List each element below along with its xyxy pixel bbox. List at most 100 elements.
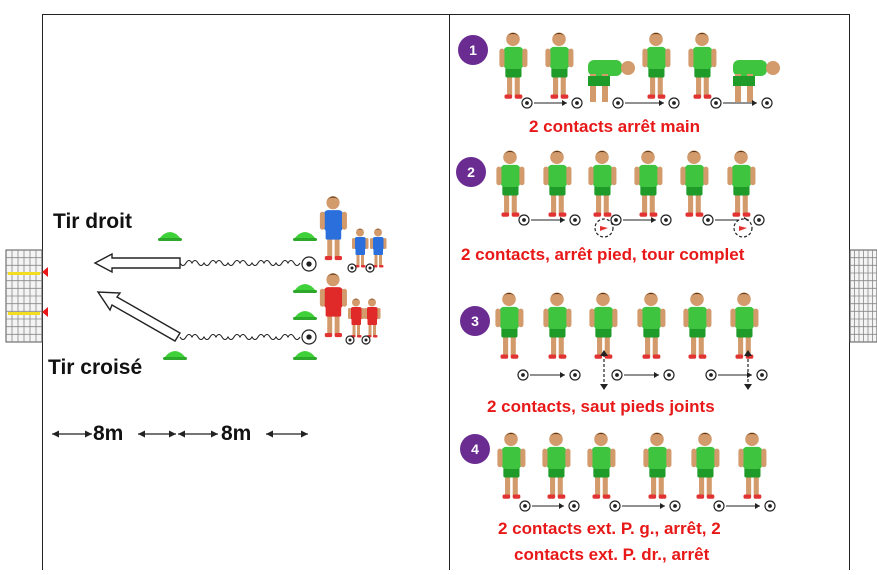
- ball-icon: [660, 214, 672, 226]
- ball-icon: [361, 335, 371, 345]
- exercise-2-caption: 2 contacts, arrêt pied, tour complet: [461, 245, 745, 264]
- player-icon: [733, 60, 780, 102]
- cone-icon: [293, 232, 317, 241]
- pass-arrow-icon: [659, 100, 664, 106]
- pass-arrow-icon: [755, 503, 760, 509]
- field-top-line: [42, 14, 850, 15]
- distance-arrow: [52, 430, 92, 438]
- player-icon: [543, 292, 572, 359]
- ball-icon: [569, 369, 581, 381]
- cone-icon: [163, 351, 187, 360]
- player-icon: [588, 150, 617, 217]
- ball-icon: [710, 97, 722, 109]
- ball-icon: [764, 500, 776, 512]
- cone-icon: [293, 311, 317, 320]
- distance-label-2: 8m: [221, 422, 252, 445]
- ball-icon: [517, 369, 529, 381]
- distance-arrow: [178, 430, 218, 438]
- pass-arrow-icon: [560, 372, 565, 378]
- player-icon: [496, 150, 525, 217]
- player-icon: [634, 150, 663, 217]
- exercise-4-caption-line2: contacts ext. P. dr., arrêt: [514, 545, 710, 564]
- ball-icon: [753, 214, 765, 226]
- player-icon: [730, 292, 759, 359]
- player-icon: [691, 432, 720, 499]
- jump-arrow-icon: [744, 350, 752, 390]
- exercise-3-badge: 3: [460, 306, 490, 336]
- pass-arrow-icon: [560, 217, 565, 223]
- ball-icon: [705, 369, 717, 381]
- pass-arrow-icon: [660, 503, 665, 509]
- player-icon: [497, 432, 526, 499]
- ball-icon: [347, 263, 357, 273]
- ball-icon: [756, 369, 768, 381]
- goal-icon: [849, 249, 877, 343]
- exercise-4-caption-line1: 2 contacts ext. P. g., arrêt, 2: [498, 519, 721, 538]
- player-icon: [643, 432, 672, 499]
- ball-icon: [663, 369, 675, 381]
- jump-arrow-icon: [600, 350, 608, 390]
- pass-arrow-icon: [93, 252, 181, 274]
- ball-icon: [568, 500, 580, 512]
- player-icon: [319, 196, 347, 261]
- ball-icon: [609, 500, 621, 512]
- player-icon: [499, 32, 528, 99]
- ball-icon: [519, 500, 531, 512]
- turn-icon: [594, 218, 614, 238]
- dribble-path-droit: [179, 259, 301, 267]
- cone-icon: [293, 284, 317, 293]
- player-icon: [543, 150, 572, 217]
- player-icon: [589, 292, 618, 359]
- ball-icon: [761, 97, 773, 109]
- dribble-path-croise: [179, 333, 301, 341]
- distance-arrow: [138, 430, 176, 438]
- pass-arrow-icon: [651, 217, 656, 223]
- player-icon: [348, 298, 365, 338]
- player-icon: [587, 432, 616, 499]
- ball-icon: [669, 500, 681, 512]
- ball-icon: [702, 214, 714, 226]
- ball-icon: [518, 214, 530, 226]
- ball-icon: [611, 369, 623, 381]
- ball-icon: [571, 97, 583, 109]
- cone-icon: [293, 351, 317, 360]
- exercise-2-badge: 2: [456, 157, 486, 187]
- pass-arrow-icon: [559, 503, 564, 509]
- ball-icon: [301, 329, 317, 345]
- player-icon: [588, 60, 635, 102]
- player-icon: [495, 292, 524, 359]
- exercise-4-badge: 4: [460, 434, 490, 464]
- cone-icon: [158, 232, 182, 241]
- distance-arrow: [266, 430, 308, 438]
- ball-icon: [301, 256, 317, 272]
- ball-icon: [365, 263, 375, 273]
- pass-arrow-icon: [752, 100, 757, 106]
- exercise-1-caption: 2 contacts arrêt main: [529, 117, 701, 136]
- player-icon: [364, 298, 381, 338]
- player-icon: [370, 228, 387, 268]
- player-icon: [727, 150, 756, 217]
- ball-icon: [569, 214, 581, 226]
- tir-croise-label: Tir croisé: [48, 356, 143, 379]
- player-icon: [642, 32, 671, 99]
- player-icon: [738, 432, 767, 499]
- exercise-3-caption: 2 contacts, saut pieds joints: [487, 397, 715, 416]
- goal-icon: [5, 249, 48, 343]
- field-center-line: [449, 14, 450, 570]
- turn-icon: [733, 218, 753, 238]
- ball-icon: [713, 500, 725, 512]
- ball-icon: [610, 214, 622, 226]
- pass-arrow-icon: [654, 372, 659, 378]
- player-icon: [683, 292, 712, 359]
- player-icon: [542, 432, 571, 499]
- pass-arrow-icon: [562, 100, 567, 106]
- ball-icon: [612, 97, 624, 109]
- player-icon: [637, 292, 666, 359]
- player-icon: [688, 32, 717, 99]
- pass-arrow-icon: [96, 291, 181, 342]
- ball-icon: [668, 97, 680, 109]
- tir-droit-label: Tir droit: [53, 210, 132, 233]
- player-icon: [352, 228, 369, 268]
